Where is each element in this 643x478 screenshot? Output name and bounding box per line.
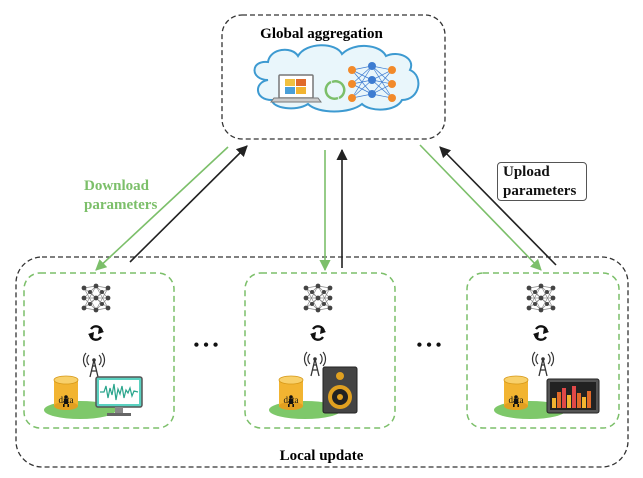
upload-arrow-1 <box>129 145 248 263</box>
speaker-icon <box>322 366 358 414</box>
local-update-title: Local update <box>279 448 364 464</box>
monitor-icon <box>95 376 143 416</box>
client-box-3 <box>466 272 620 429</box>
sync-icon <box>308 325 328 341</box>
global-aggregation-title: Global aggregation <box>260 26 383 42</box>
neural-network-icon <box>303 283 333 313</box>
client-box-2 <box>244 272 396 429</box>
antenna-icon <box>531 351 555 377</box>
data-label: data <box>509 395 524 405</box>
download-arrow-1 <box>95 146 229 271</box>
global-aggregation-box <box>221 14 446 140</box>
laptop-icon <box>270 74 322 103</box>
download-parameters-label: Download parameters <box>84 177 157 215</box>
equalizer-icon <box>546 378 600 414</box>
download-arrow-3 <box>419 144 542 271</box>
upload-label-line-2: parameters <box>503 183 577 199</box>
upload-arrow-3 <box>439 146 557 266</box>
client-box-1 <box>23 272 175 429</box>
neural-network-icon <box>81 283 111 313</box>
local-update-region <box>15 256 629 468</box>
sync-icon <box>86 325 106 341</box>
neural-network-icon <box>526 283 556 313</box>
upload-label-line-1: Upload <box>503 164 550 180</box>
cloud-sync-icon <box>324 80 346 100</box>
ellipsis-right: • • • <box>417 337 442 354</box>
upload-parameters-box <box>497 162 587 201</box>
download-label-line-1: Download <box>84 178 150 194</box>
ellipsis-left: • • • <box>194 337 219 354</box>
antenna-icon <box>303 351 327 377</box>
data-label: data <box>59 395 74 405</box>
download-label-line-2: parameters <box>84 197 158 213</box>
data-label: data <box>284 395 299 405</box>
upload-parameters-label: Upload parameters <box>503 163 576 201</box>
sync-icon <box>531 325 551 341</box>
global-model-icon <box>348 62 396 102</box>
antenna-icon <box>82 352 106 378</box>
